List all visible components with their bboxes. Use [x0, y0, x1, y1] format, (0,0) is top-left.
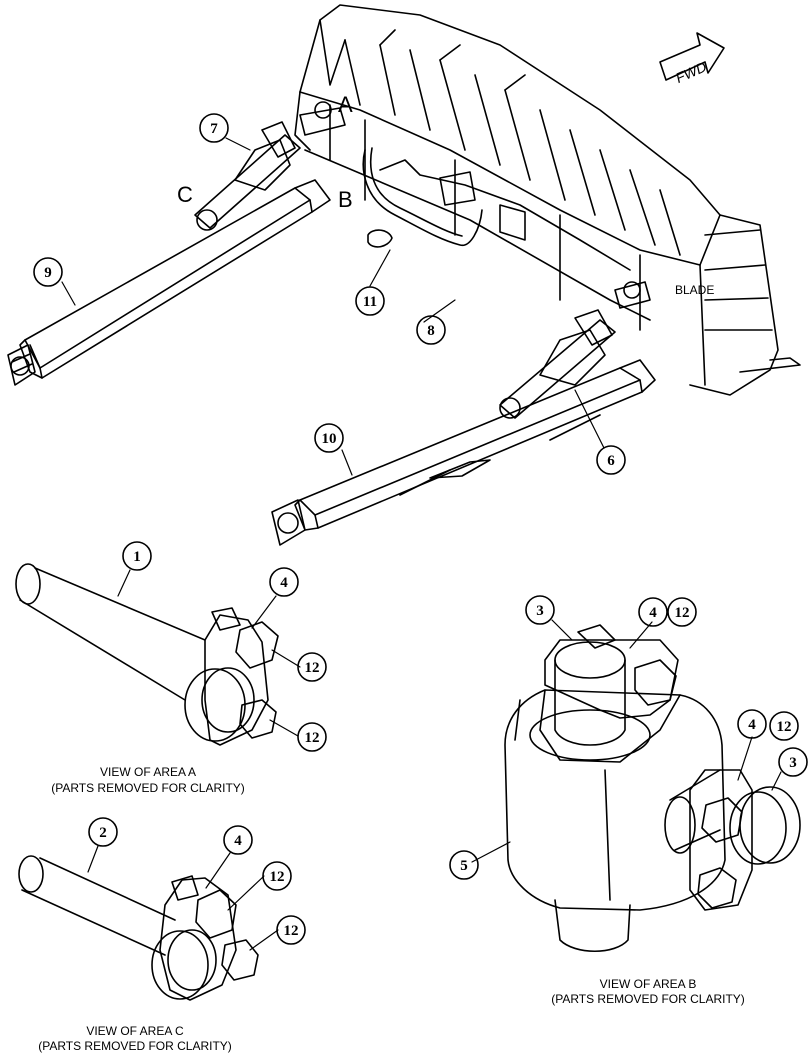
callout-8: 8	[427, 323, 435, 339]
blade-assembly	[294, 4, 801, 396]
callout-12-view-c-bottom: 12	[284, 923, 299, 939]
area-letter-c: C	[177, 182, 193, 207]
view-a-note: (PARTS REMOVED FOR CLARITY)	[51, 781, 245, 795]
callout-6: 6	[607, 453, 615, 469]
area-letter-a: A	[338, 92, 353, 117]
callout-4-view-c: 4	[234, 833, 242, 849]
view-a-title: VIEW OF AREA A	[100, 765, 196, 779]
tilt-cylinder-right	[499, 281, 651, 419]
callout-11: 11	[363, 294, 377, 310]
callout-12-view-b-top: 12	[675, 605, 690, 621]
callout-10: 10	[322, 431, 337, 447]
view-a-illustration	[15, 563, 279, 746]
callout-4-view-b-top: 4	[649, 605, 657, 621]
callout-12-view-a-bottom: 12	[305, 730, 320, 746]
callout-12-view-b-right: 12	[777, 719, 792, 735]
callout-12-view-a-top: 12	[305, 660, 320, 676]
view-c-illustration	[18, 855, 259, 1001]
callout-2: 2	[99, 825, 107, 841]
callout-12-view-c-top: 12	[270, 869, 285, 885]
view-b-note: (PARTS REMOVED FOR CLARITY)	[551, 992, 745, 1006]
callout-7: 7	[210, 121, 218, 137]
callout-circles	[33, 113, 808, 945]
view-c-title: VIEW OF AREA C	[86, 1024, 184, 1038]
view-b-illustration	[504, 624, 801, 953]
hose-bracket	[362, 147, 631, 271]
blade-label: BLADE	[675, 283, 714, 297]
callout-3-view-b-top: 3	[536, 603, 544, 619]
callout-3-view-b-right: 3	[789, 755, 797, 771]
push-arm-right	[271, 359, 656, 546]
fwd-arrow	[659, 32, 725, 81]
leader-lines	[61, 137, 782, 951]
tilt-cylinder-left	[194, 101, 346, 231]
callout-4-view-b-right: 4	[748, 717, 756, 733]
view-c-note: (PARTS REMOVED FOR CLARITY)	[38, 1039, 232, 1053]
fwd-label: FWD	[673, 58, 709, 86]
callout-1: 1	[133, 549, 141, 565]
callout-4-view-a: 4	[280, 575, 288, 591]
push-arm-left	[7, 179, 331, 386]
view-b-title: VIEW OF AREA B	[600, 977, 697, 991]
area-letter-b: B	[338, 187, 353, 212]
callout-5: 5	[460, 858, 468, 874]
callout-9: 9	[44, 265, 52, 281]
